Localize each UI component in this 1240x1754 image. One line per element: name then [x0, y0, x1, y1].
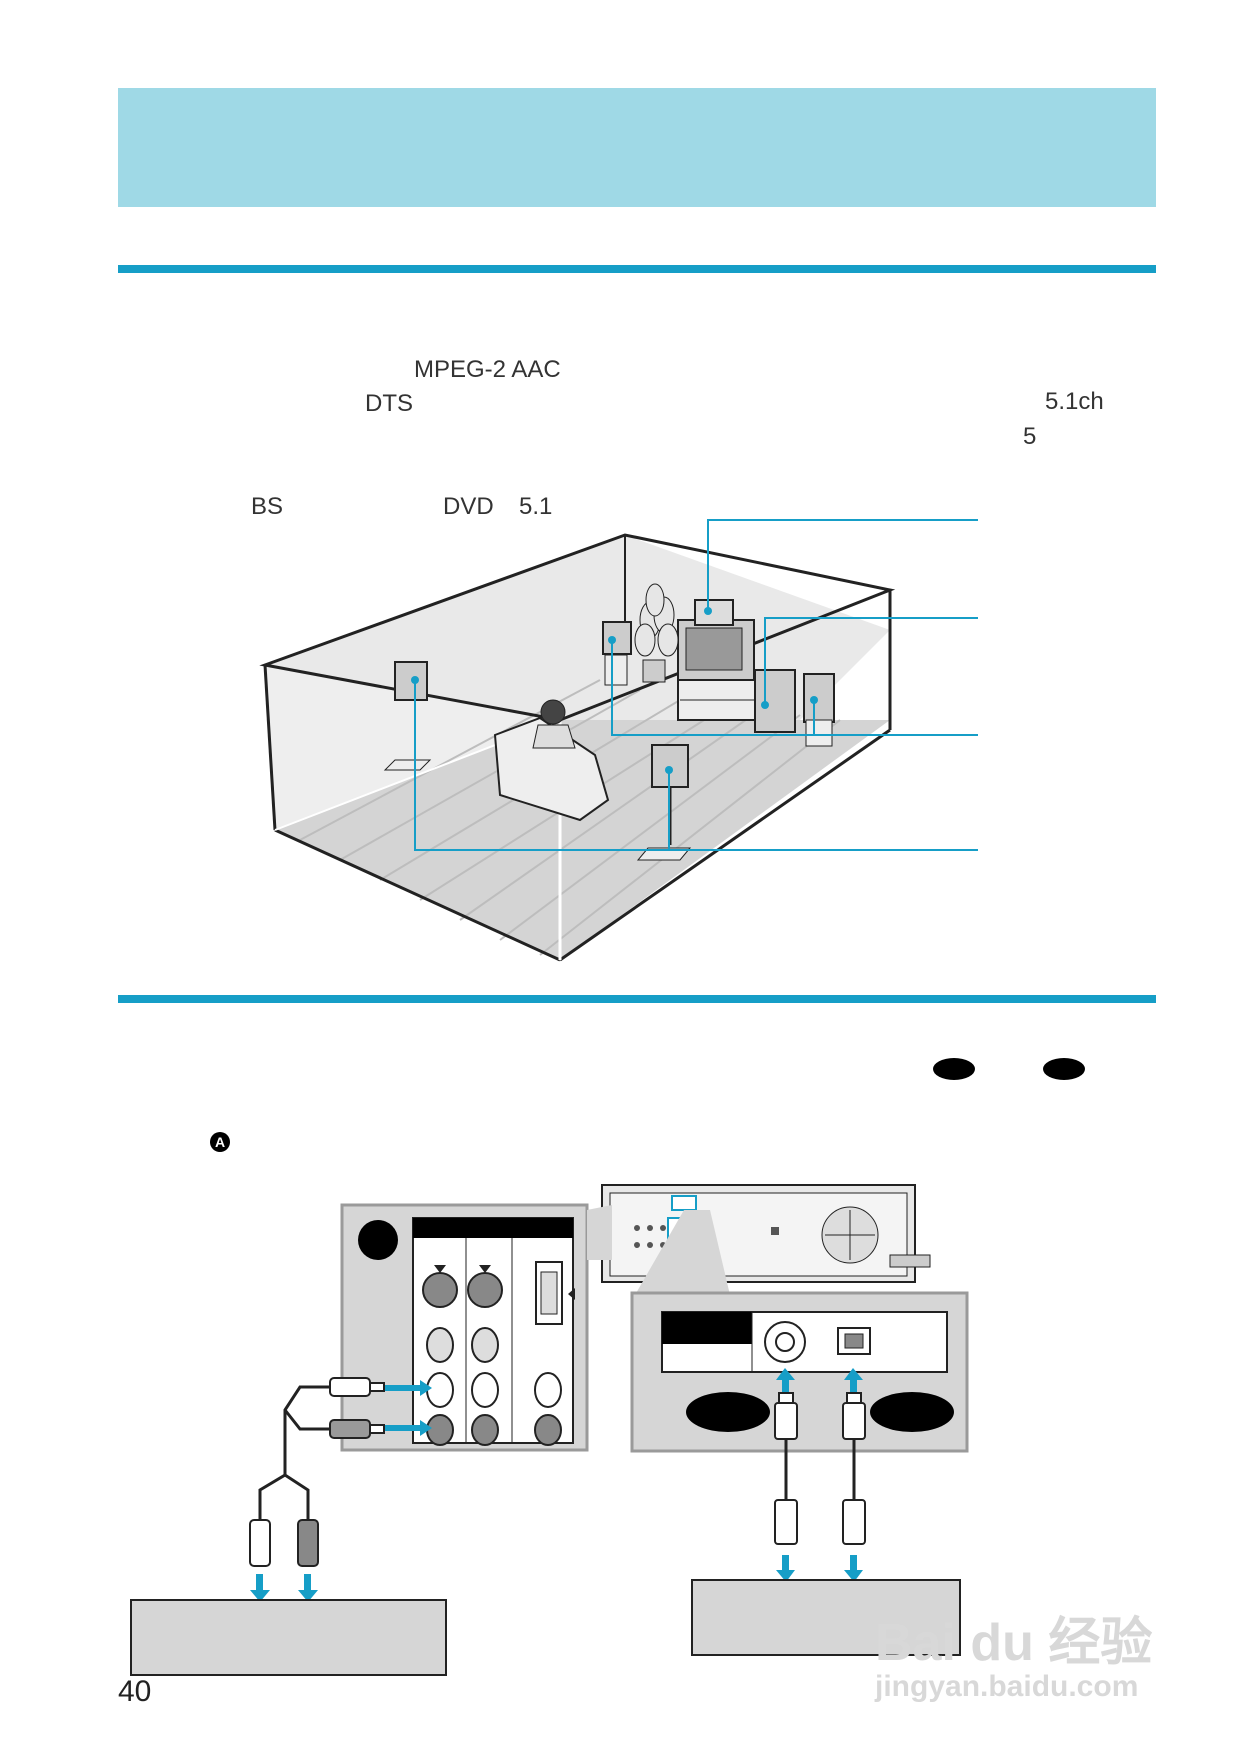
dvd-channels-text: 5.1 — [519, 493, 553, 520]
speaker-count-text: 5 — [1023, 423, 1037, 450]
section-rule-bottom — [118, 995, 1156, 1003]
channels-text: 5.1ch — [1045, 388, 1104, 415]
watermark-url: jingyan.baidu.com — [875, 1670, 1139, 1703]
format-aac-text: MPEG-2 AAC — [414, 356, 561, 383]
page-number: 40 — [118, 1675, 152, 1708]
label-oval-left — [933, 1058, 975, 1080]
format-dts-text: DTS — [365, 390, 413, 417]
label-oval-right — [1043, 1058, 1085, 1080]
header-band — [118, 88, 1156, 207]
section-rule-top — [118, 265, 1156, 273]
source-dvd-text: DVD — [443, 493, 494, 520]
marker-a: A — [210, 1132, 230, 1152]
watermark-brand: Bai du 经验 — [875, 1614, 1153, 1672]
source-bs-text: BS — [251, 493, 284, 520]
